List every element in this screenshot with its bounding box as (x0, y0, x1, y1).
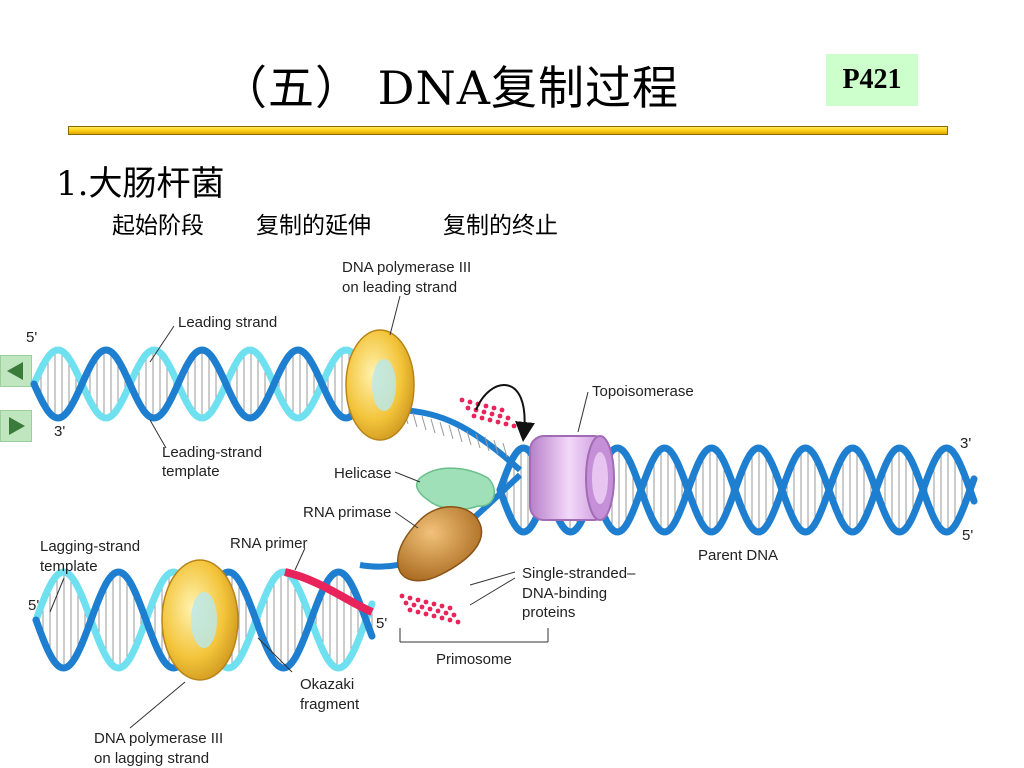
label-primosome: Primosome (436, 651, 512, 668)
ssb-proteins-upper (459, 397, 517, 429)
page-reference-badge: P421 (826, 54, 918, 106)
label-pol3-leading-1: DNA polymerase III (342, 259, 471, 276)
label-topoisomerase: Topoisomerase (592, 383, 694, 400)
label-ssb-3: proteins (522, 604, 575, 621)
rotation-arrow (475, 384, 535, 442)
parent-dna-helix (496, 444, 978, 536)
label-ssb-1: Single-stranded– (522, 565, 636, 582)
label-parent-dna: Parent DNA (698, 547, 778, 564)
next-slide-button[interactable] (0, 410, 32, 442)
label-okazaki-2: fragment (300, 696, 360, 713)
leading-strand-helix (30, 346, 364, 422)
label-3prime-right: 3' (960, 435, 971, 452)
rna-primer (284, 568, 374, 616)
label-okazaki-1: Okazaki (300, 676, 354, 693)
ssb-proteins-lower (399, 593, 461, 625)
label-leading-template-2: template (162, 463, 220, 480)
triangle-left-icon (7, 362, 23, 380)
label-rna-primase: RNA primase (303, 504, 391, 521)
stage-termination: 复制的终止 (443, 213, 558, 239)
label-leading-template-1: Leading-strand (162, 444, 262, 461)
label-pol3-lagging-1: DNA polymerase III (94, 730, 223, 747)
label-lagging-template-2: template (40, 558, 98, 575)
prev-slide-button[interactable] (0, 355, 32, 387)
label-5prime-lower-left: 5' (28, 597, 39, 614)
dna-polymerase-iii-leading (345, 329, 415, 441)
dna-polymerase-iii-lagging (161, 559, 239, 681)
leader-lines (49, 295, 589, 729)
label-5prime-primer: 5' (376, 615, 387, 632)
label-5prime-top-left: 5' (26, 329, 37, 346)
label-3prime-top-left: 3' (54, 423, 65, 440)
label-pol3-lagging-2: on lagging strand (94, 750, 209, 767)
leading-template-single-strand (399, 407, 523, 473)
label-helicase: Helicase (334, 465, 392, 482)
stage-initiation: 起始阶段 (112, 213, 204, 239)
triangle-right-icon (9, 417, 25, 435)
section-heading: 1.大肠杆菌 (56, 164, 225, 204)
stage-elongation: 复制的延伸 (256, 213, 371, 239)
label-pol3-leading-2: on leading strand (342, 279, 457, 296)
label-5prime-right: 5' (962, 527, 973, 544)
rna-primase (397, 506, 483, 582)
helicase (415, 467, 496, 511)
title-divider (68, 126, 948, 135)
label-ssb-2: DNA-binding (522, 585, 607, 602)
page-title: （五） DNA复制过程 (221, 61, 679, 115)
label-rna-primer: RNA primer (230, 535, 308, 552)
label-leading-strand: Leading strand (178, 314, 277, 331)
label-lagging-template-1: Lagging-strand (40, 538, 140, 555)
topoisomerase (529, 435, 615, 521)
